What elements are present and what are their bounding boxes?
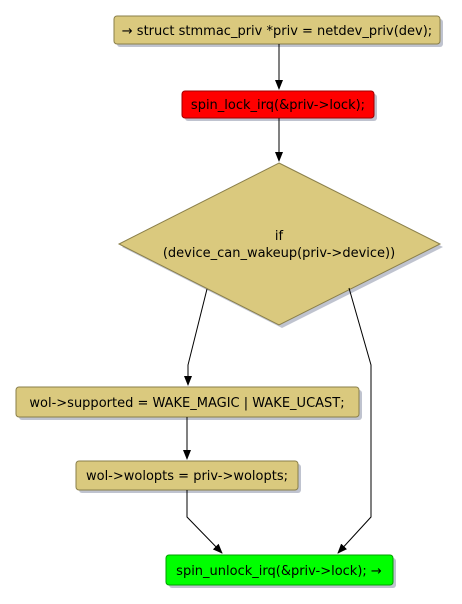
node-spin-lock: spin_lock_irq(&priv->lock); bbox=[181, 90, 377, 121]
node-set-wolopts-label: wol->wolopts = priv->wolopts; bbox=[86, 469, 288, 484]
node-decision: if (device_can_wakeup(priv->device)) bbox=[117, 162, 443, 328]
node-assign-priv-label: → struct stmmac_priv *priv = netdev_priv… bbox=[122, 24, 432, 39]
node-spin-unlock-label: spin_unlock_irq(&priv->lock); → bbox=[176, 564, 382, 579]
node-set-wolopts: wol->wolopts = priv->wolopts; bbox=[75, 460, 301, 493]
node-decision-label-if: if bbox=[275, 229, 284, 244]
node-assign-priv: → struct stmmac_priv *priv = netdev_priv… bbox=[113, 15, 443, 47]
node-assign-priv-box bbox=[113, 15, 441, 45]
node-set-supported: wol->supported = WAKE_MAGIC | WAKE_UCAST… bbox=[15, 386, 362, 420]
node-decision-diamond bbox=[117, 162, 442, 326]
node-spin-lock-label: spin_lock_irq(&priv->lock); bbox=[191, 98, 365, 113]
node-decision-label-condition: (device_can_wakeup(priv->device)) bbox=[163, 246, 395, 261]
node-set-supported-label: wol->supported = WAKE_MAGIC | WAKE_UCAST… bbox=[29, 396, 344, 411]
edge-decision-to-supported bbox=[184, 288, 208, 386]
edge-wolopts-to-unlock bbox=[186, 490, 223, 554]
node-spin-lock-box bbox=[181, 90, 375, 119]
node-spin-unlock: spin_unlock_irq(&priv->lock); → bbox=[165, 554, 396, 588]
edge-decision-to-unlock bbox=[337, 287, 372, 554]
node-spin-unlock-box bbox=[165, 554, 394, 586]
